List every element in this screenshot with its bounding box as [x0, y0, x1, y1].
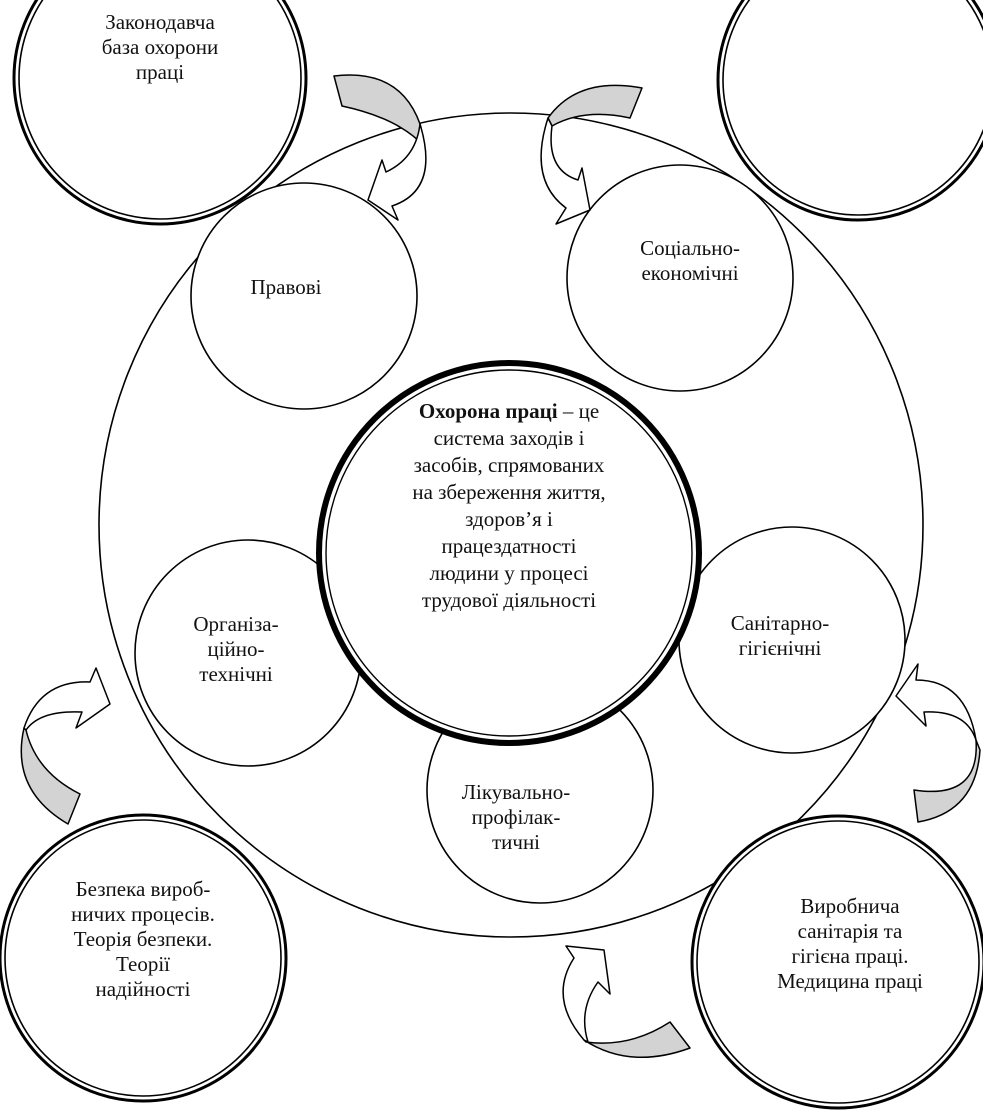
label-line: Медицина праці	[777, 969, 923, 993]
label-line: Теорії	[115, 952, 171, 976]
definition-dash: – це	[557, 399, 600, 423]
source-circle-legislation	[12, 0, 308, 226]
label-line: база охорони	[101, 35, 219, 59]
curved-arrow-icon-sanitation-to-medical	[562, 945, 691, 1059]
label-line: гігієна праці.	[791, 944, 909, 968]
source-label-industrial-sanitation: Виробнича санітарія та гігієна праці. Ме…	[730, 894, 970, 994]
label-line: Безпека вироб-	[75, 877, 211, 901]
outer-circle	[98, 112, 924, 938]
label-line: Теорія безпеки.	[73, 927, 213, 951]
definition-title-line: Охорона праці – це	[359, 398, 659, 425]
definition-line: людини у процесі	[429, 561, 589, 585]
curved-arrow-icon-safety-to-organizational	[20, 667, 111, 825]
label-line: Правові	[250, 275, 322, 299]
label-line: Законодавча	[105, 10, 215, 34]
aspect-label-organizational-technical: Організа- ційно- технічні	[146, 612, 326, 687]
definition-line: на збереження життя,	[412, 480, 606, 504]
label-line: ційно-	[207, 637, 265, 661]
label-line: профілак-	[471, 805, 561, 829]
definition-line: трудової діяльності	[421, 588, 597, 612]
label-line: тичні	[491, 830, 541, 854]
label-line: праці	[135, 60, 185, 84]
label-line: Організа-	[193, 612, 279, 636]
aspect-circle-legal	[190, 182, 418, 410]
label-line: надійності	[95, 977, 191, 1001]
aspect-label-legal: Правові	[196, 275, 376, 300]
curved-arrow-icon-top-right-to-socio	[540, 84, 643, 225]
definition-line: система заходів і	[433, 426, 585, 450]
definition-term: Охорона праці	[418, 399, 558, 423]
definition-line: засобів, спрямованих	[413, 453, 605, 477]
curved-arrow-icon-legislation-to-legal	[333, 74, 427, 221]
source-circle-industrial-sanitation	[690, 814, 983, 1110]
label-line: санітарія та	[797, 919, 903, 943]
label-line: технічні	[199, 662, 273, 686]
label-line: Лікувально-	[461, 780, 571, 804]
aspect-circle-socio-economic	[566, 164, 794, 392]
label-line: Соціально-	[640, 236, 740, 260]
label-line: гігієнічні	[738, 636, 822, 660]
source-circle-production-safety	[0, 813, 288, 1103]
center-circle	[316, 360, 702, 746]
label-line: ничих процесів.	[71, 902, 215, 926]
source-label-production-safety: Безпека вироб- ничих процесів. Теорія бе…	[23, 877, 263, 1002]
label-line: Санітарно-	[730, 611, 830, 635]
curved-arrow-icon-sanitation-to-sanitary	[895, 663, 981, 823]
label-line: економічні	[641, 261, 739, 285]
label-line: Виробнича	[800, 894, 900, 918]
source-circle-top-right	[716, 0, 983, 222]
source-label-legislation: Законодавча база охорони праці	[40, 10, 280, 85]
aspect-label-medical-preventive: Лікувально- профілак- тичні	[426, 780, 606, 855]
aspect-label-sanitary-hygienic: Санітарно- гігієнічні	[690, 611, 870, 661]
aspect-label-socio-economic: Соціально- економічні	[600, 236, 780, 286]
definition-line: здоров’я і	[465, 507, 553, 531]
center-definition: Охорона праці – це система заходів і зас…	[359, 398, 659, 614]
definition-line: працездатності	[441, 534, 577, 558]
